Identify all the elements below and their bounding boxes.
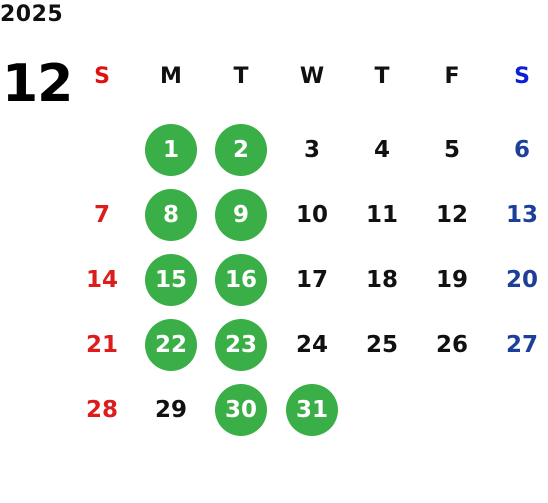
calendar-day-highlighted[interactable]: 2 bbox=[215, 124, 267, 176]
weekday-header: T bbox=[233, 64, 249, 89]
weekday-header: S bbox=[94, 64, 110, 89]
calendar-day[interactable]: 29 bbox=[154, 397, 187, 423]
weekday-header: W bbox=[299, 64, 325, 89]
weekday-header: S bbox=[514, 64, 530, 89]
calendar-day-highlighted[interactable]: 31 bbox=[286, 384, 338, 436]
calendar-day-highlighted[interactable]: 15 bbox=[145, 254, 197, 306]
calendar-day[interactable]: 19 bbox=[435, 267, 468, 293]
calendar-day[interactable]: 28 bbox=[85, 397, 118, 423]
calendar-day-highlighted[interactable]: 23 bbox=[215, 319, 267, 371]
calendar-day[interactable]: 3 bbox=[303, 137, 320, 163]
calendar-day[interactable]: 26 bbox=[435, 332, 468, 358]
calendar-day[interactable]: 20 bbox=[505, 267, 538, 293]
calendar-day-highlighted[interactable]: 22 bbox=[145, 319, 197, 371]
calendar-day[interactable]: 5 bbox=[443, 137, 460, 163]
calendar-day-highlighted[interactable]: 16 bbox=[215, 254, 267, 306]
calendar-day[interactable]: 13 bbox=[505, 202, 538, 228]
calendar-day[interactable]: 25 bbox=[365, 332, 398, 358]
calendar-day[interactable]: 7 bbox=[93, 202, 110, 228]
calendar-day-highlighted[interactable]: 9 bbox=[215, 189, 267, 241]
calendar-day-highlighted[interactable]: 8 bbox=[145, 189, 197, 241]
calendar-day[interactable]: 10 bbox=[295, 202, 328, 228]
calendar-day[interactable]: 17 bbox=[295, 267, 328, 293]
calendar-day[interactable]: 14 bbox=[85, 267, 118, 293]
weekday-header: M bbox=[160, 64, 182, 89]
year-label: 2025 bbox=[0, 2, 64, 27]
calendar-day[interactable]: 11 bbox=[365, 202, 398, 228]
weekday-header: F bbox=[444, 64, 460, 89]
calendar-day-highlighted[interactable]: 30 bbox=[215, 384, 267, 436]
month-number: 12 bbox=[2, 54, 73, 114]
calendar-day[interactable]: 27 bbox=[505, 332, 538, 358]
calendar-day[interactable]: 6 bbox=[513, 137, 530, 163]
calendar-day[interactable]: 12 bbox=[435, 202, 468, 228]
calendar-day-highlighted[interactable]: 1 bbox=[145, 124, 197, 176]
calendar-day[interactable]: 24 bbox=[295, 332, 328, 358]
weekday-header: T bbox=[374, 64, 390, 89]
calendar-day[interactable]: 4 bbox=[373, 137, 390, 163]
calendar-day[interactable]: 21 bbox=[85, 332, 118, 358]
calendar-day[interactable]: 18 bbox=[365, 267, 398, 293]
